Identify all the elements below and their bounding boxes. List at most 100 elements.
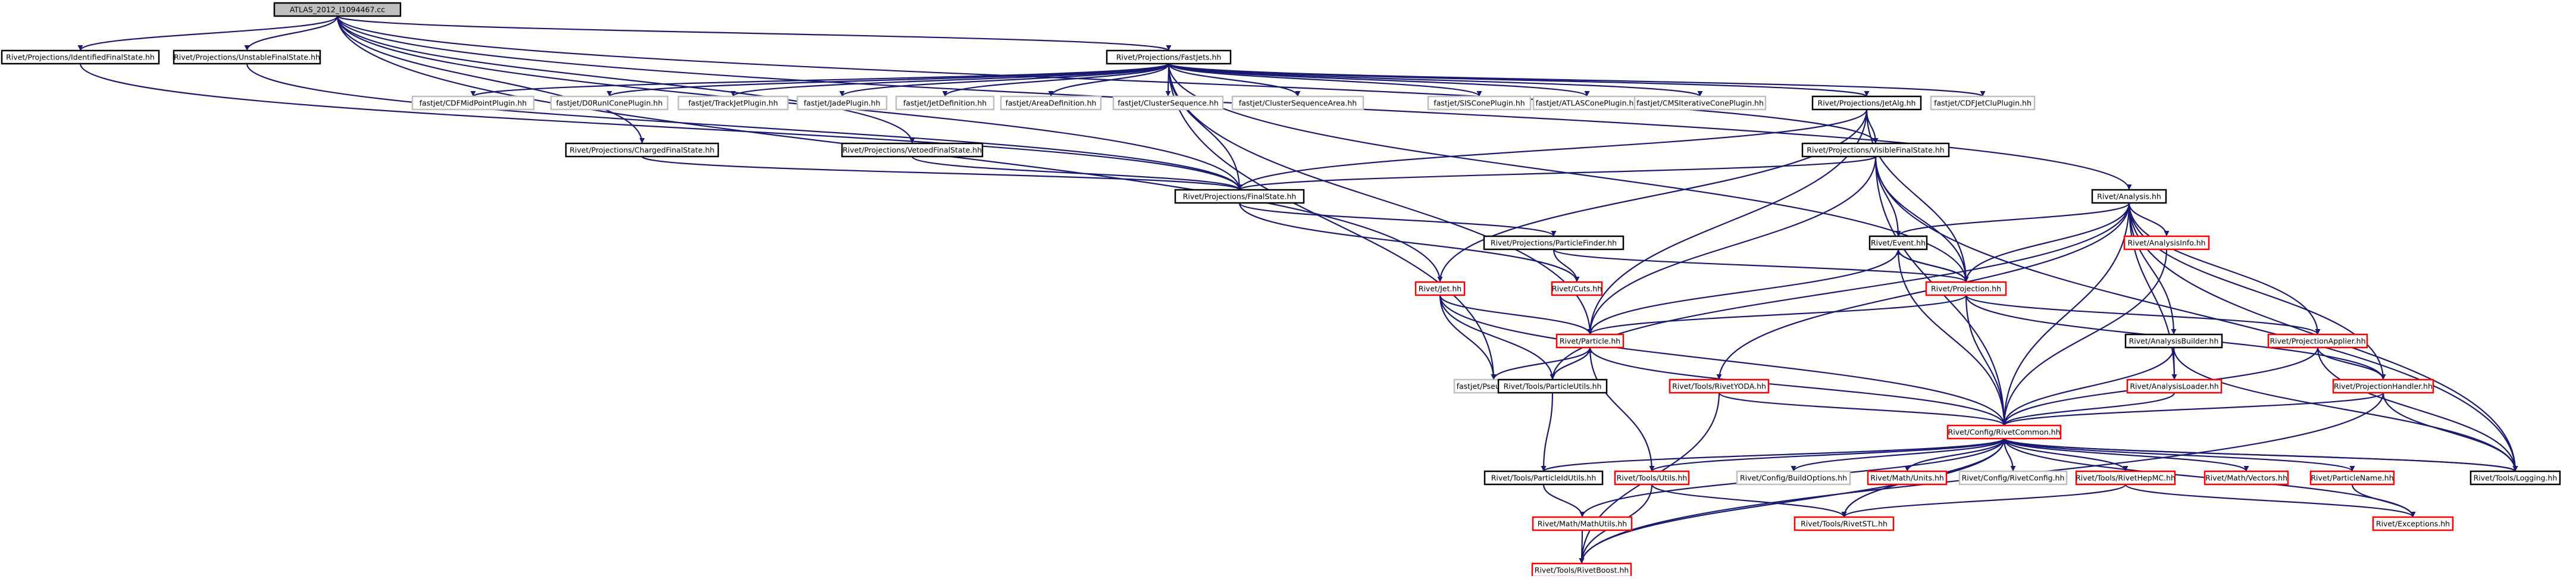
edge-finalstate-to-cuts: [1238, 202, 1580, 283]
edge-chargedfs-to-finalstate: [641, 155, 1242, 191]
node-analysisbuilder[interactable]: Rivet/AnalysisBuilder.hh: [2124, 333, 2223, 349]
node-utils[interactable]: Rivet/Tools/Utils.hh: [1614, 470, 1690, 486]
edge-particleutils-to-particleidutils: [1541, 392, 1554, 472]
node-particle[interactable]: Rivet/Particle.hh: [1555, 333, 1625, 349]
node-trackjet: fastjet/TrackJetPlugin.hh: [677, 95, 789, 111]
node-particlefinder-label: Rivet/Projections/ParticleFinder.hh: [1491, 239, 1617, 248]
node-rivetboost[interactable]: Rivet/Tools/RivetBoost.hh: [1531, 562, 1632, 578]
node-jetdef: fastjet/JetDefinition.hh: [895, 95, 995, 111]
node-particlename[interactable]: Rivet/ParticleName.hh: [2309, 470, 2395, 486]
node-finalstate[interactable]: Rivet/Projections/FinalState.hh: [1174, 189, 1305, 204]
node-visiblefs[interactable]: Rivet/Projections/VisibleFinalState.hh: [1801, 142, 1950, 158]
node-particleidutils[interactable]: Rivet/Tools/ParticleIdUtils.hh: [1483, 470, 1604, 486]
node-exceptions-label: Rivet/Exceptions.hh: [2376, 519, 2450, 528]
edge-particleidutils-to-mathutils: [1542, 484, 1585, 518]
node-clusterseq-box: [1112, 95, 1224, 111]
node-d0run1: fastjet/D0RunIConePlugin.hh: [550, 95, 669, 111]
edge-analysis-to-projapplier: [2128, 202, 2321, 335]
node-logging[interactable]: Rivet/Tools/Logging.hh: [2469, 470, 2561, 486]
node-buildoptions-box: [1736, 470, 1851, 486]
node-cdfmidpoint-label: fastjet/CDFMidPointPlugin.hh: [420, 99, 527, 108]
node-rivetyoda[interactable]: Rivet/Tools/RivetYODA.hh: [1669, 378, 1770, 394]
edge-fastjets-to-siscone: [1168, 62, 1482, 98]
edge-analysis-to-event: [1895, 202, 2130, 237]
edge-idfs-to-finalstate: [79, 63, 1242, 190]
node-root-box: [273, 2, 402, 17]
node-rivetcommon-label: Rivet/Config/RivetCommon.hh: [1948, 428, 2061, 437]
edge-rivetyoda-to-rivetcommon: [1718, 392, 2007, 426]
edge-rivetcommon-to-particleidutils: [1541, 437, 2005, 472]
node-root[interactable]: ATLAS_2012_I1094467.cc: [273, 2, 402, 17]
node-idfs-label: Rivet/Projections/IdentifiedFinalState.h…: [6, 53, 155, 62]
edge-visiblefs-to-particle: [1587, 156, 1877, 335]
node-rivetcommon[interactable]: Rivet/Config/RivetCommon.hh: [1946, 424, 2062, 440]
node-units[interactable]: Rivet/Math/Units.hh: [1867, 470, 1948, 486]
edge-rivetcommon-to-buildoptions: [1791, 438, 2005, 472]
edge-root-to-chargedfs: [336, 15, 645, 144]
node-projapplier[interactable]: Rivet/ProjectionApplier.hh: [2267, 333, 2368, 349]
node-projhandler[interactable]: Rivet/ProjectionHandler.hh: [2332, 378, 2434, 394]
edge-jetalg-to-projection: [1866, 109, 1969, 283]
node-cmsiter-label: fastjet/CMSIterativeConePlugin.hh: [1636, 99, 1764, 108]
node-fastjets[interactable]: Rivet/Projections/FastJets.hh: [1106, 49, 1232, 65]
edge-rivetcommon-to-utils: [1649, 437, 2005, 472]
edge-rivetcommon-to-rivethepmc: [2003, 438, 2129, 472]
node-idfs[interactable]: Rivet/Projections/IdentifiedFinalState.h…: [1, 49, 160, 65]
node-cdfjetclu: fastjet/CDFJetCluPlugin.hh: [1930, 95, 2036, 111]
node-ufs[interactable]: Rivet/Projections/UnstableFinalState.hh: [173, 49, 321, 65]
node-rivetcommon-box: [1946, 424, 2062, 440]
node-atlascone: fastjet/ATLASConePlugin.hh: [1532, 95, 1642, 111]
node-particleutils-box: [1497, 378, 1608, 394]
node-jade-box: [796, 95, 888, 111]
node-clusterseqarea-box: [1231, 95, 1364, 111]
node-jet[interactable]: Rivet/Jet.hh: [1414, 281, 1466, 296]
node-rivethepmc-box: [2075, 470, 2176, 486]
node-projection-box: [1925, 281, 2007, 296]
edge-analysis-to-rivetcommon: [2001, 202, 2130, 426]
node-analysis-label: Rivet/Analysis.hh: [2097, 192, 2161, 201]
node-cdfmidpoint-box: [411, 95, 535, 111]
edge-root-to-idfs: [77, 15, 339, 51]
node-analysisinfo[interactable]: Rivet/AnalysisInfo.hh: [2123, 235, 2210, 251]
edge-analysis-to-projection: [1963, 202, 2130, 283]
node-vetoedfs[interactable]: Rivet/Projections/VetoedFinalState.hh: [841, 142, 984, 158]
node-particleutils[interactable]: Rivet/Tools/ParticleUtils.hh: [1497, 378, 1608, 394]
node-projhandler-box: [2332, 378, 2434, 394]
node-fastjets-label: Rivet/Projections/FastJets.hh: [1116, 53, 1222, 62]
edge-visiblefs-to-finalstate: [1237, 155, 1877, 191]
node-cmsiter: fastjet/CMSIterativeConePlugin.hh: [1633, 95, 1767, 111]
edge-fastjets-to-jetalg: [1168, 62, 1870, 98]
node-units-box: [1867, 470, 1948, 486]
edge-particle-to-rivetcommon: [1589, 347, 2007, 426]
edge-analysisbuilder-to-rivetcommon: [2001, 347, 2175, 426]
node-cuts[interactable]: Rivet/Cuts.hh: [1551, 281, 1603, 296]
node-analysis[interactable]: Rivet/Analysis.hh: [2091, 189, 2167, 204]
edge-projection-to-particle: [1587, 295, 1967, 335]
edge-fastjets-to-cmsiter: [1168, 62, 1703, 98]
node-event[interactable]: Rivet/Event.hh: [1868, 235, 1928, 251]
node-particleidutils-box: [1483, 470, 1604, 486]
node-analysisloader[interactable]: Rivet/AnalysisLoader.hh: [2126, 378, 2223, 394]
edge-particlename-to-exceptions: [2351, 484, 2416, 518]
node-cdfjetclu-label: fastjet/CDFJetCluPlugin.hh: [1934, 99, 2032, 108]
node-areadef: fastjet/AreaDefinition.hh: [1000, 95, 1102, 111]
node-jet-label: Rivet/Jet.hh: [1419, 284, 1461, 293]
node-idfs-box: [1, 49, 160, 65]
node-chargedfs[interactable]: Rivet/Projections/ChargedFinalState.hh: [565, 142, 719, 158]
node-jetalg[interactable]: Rivet/Projections/JetAlg.hh: [1811, 95, 1922, 111]
node-d0run1-label: fastjet/D0RunIConePlugin.hh: [556, 99, 662, 108]
node-rivethepmc[interactable]: Rivet/Tools/RivetHepMC.hh: [2075, 470, 2176, 486]
node-mathutils[interactable]: Rivet/Math/MathUtils.hh: [1532, 516, 1633, 531]
edge-projection-to-event: [1895, 249, 1967, 283]
edge-rivethepmc-to-exceptions: [2124, 484, 2416, 518]
node-exceptions[interactable]: Rivet/Exceptions.hh: [2372, 516, 2454, 531]
edge-root-to-vetoedfs: [336, 15, 915, 144]
edge-event-to-rivetcommon: [1897, 249, 2007, 426]
node-particlefinder[interactable]: Rivet/Projections/ParticleFinder.hh: [1483, 235, 1625, 251]
node-atlascone-label: fastjet/ATLASConePlugin.hh: [1536, 99, 1639, 108]
node-rivetstl[interactable]: Rivet/Tools/RivetSTL.hh: [1794, 516, 1895, 531]
node-projection[interactable]: Rivet/Projection.hh: [1925, 281, 2007, 296]
node-trackjet-box: [677, 95, 789, 111]
node-vectors[interactable]: Rivet/Math/Vectors.hh: [2203, 470, 2289, 486]
